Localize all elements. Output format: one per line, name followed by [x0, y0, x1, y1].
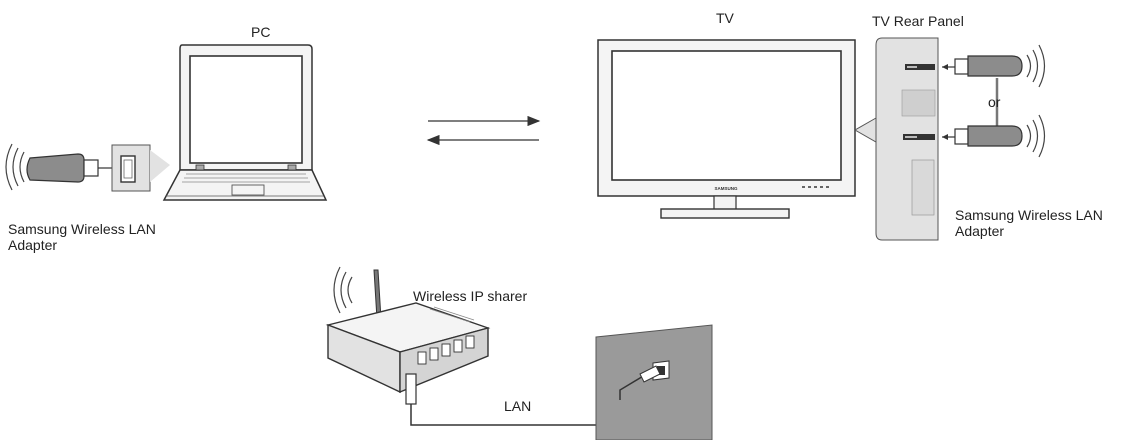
pc-label: PC [251, 24, 271, 40]
tv-adapter-label: Samsung Wireless LAN Adapter [955, 207, 1103, 239]
television: SAMSUNG [597, 39, 856, 219]
data-transfer-arrows [426, 115, 541, 146]
tv-wireless-adapter-bottom [942, 114, 1046, 158]
pc-adapter-wave-icon [5, 143, 25, 191]
tv-wireless-adapter-top [942, 44, 1046, 88]
or-label: or [988, 94, 1001, 110]
tv-rear-panel-label: TV Rear Panel [872, 13, 964, 29]
tv-brand-logo: SAMSUNG [714, 186, 738, 191]
tv-adapter-top-wave-icon [1026, 44, 1046, 88]
usb-port-callout [111, 144, 170, 192]
router-label: Wireless IP sharer [413, 288, 528, 304]
tv-label: TV [716, 10, 734, 26]
router-wave-icon [333, 266, 353, 314]
pc-adapter-label: Samsung Wireless LAN Adapter [8, 221, 156, 253]
laptop-pc [162, 44, 328, 201]
pc-wireless-adapter [5, 143, 112, 191]
tv-rear-panel [853, 37, 939, 241]
wall-lan-socket [595, 324, 713, 440]
lan-label: LAN [504, 398, 532, 414]
tv-adapter-bottom-wave-icon [1026, 114, 1046, 158]
wireless-router [325, 266, 491, 405]
